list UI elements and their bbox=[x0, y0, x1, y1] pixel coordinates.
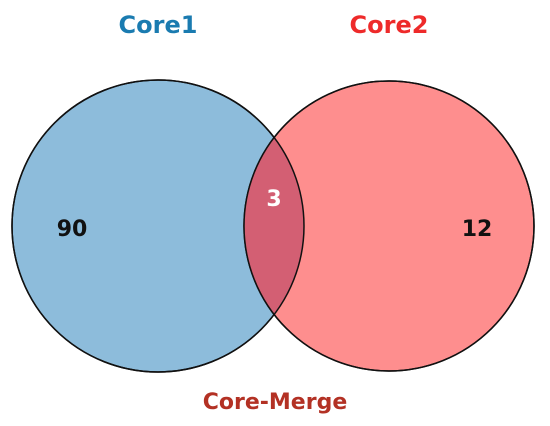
core1-only-count: 90 bbox=[57, 217, 88, 242]
core2-only-count: 12 bbox=[462, 217, 493, 242]
core2-outline bbox=[243, 80, 535, 372]
core1-outline bbox=[11, 79, 305, 373]
core2-label: Core2 bbox=[350, 11, 429, 39]
intersection-count: 3 bbox=[266, 187, 281, 212]
core-merge-label: Core-Merge bbox=[203, 390, 348, 415]
core1-label: Core1 bbox=[119, 11, 198, 39]
